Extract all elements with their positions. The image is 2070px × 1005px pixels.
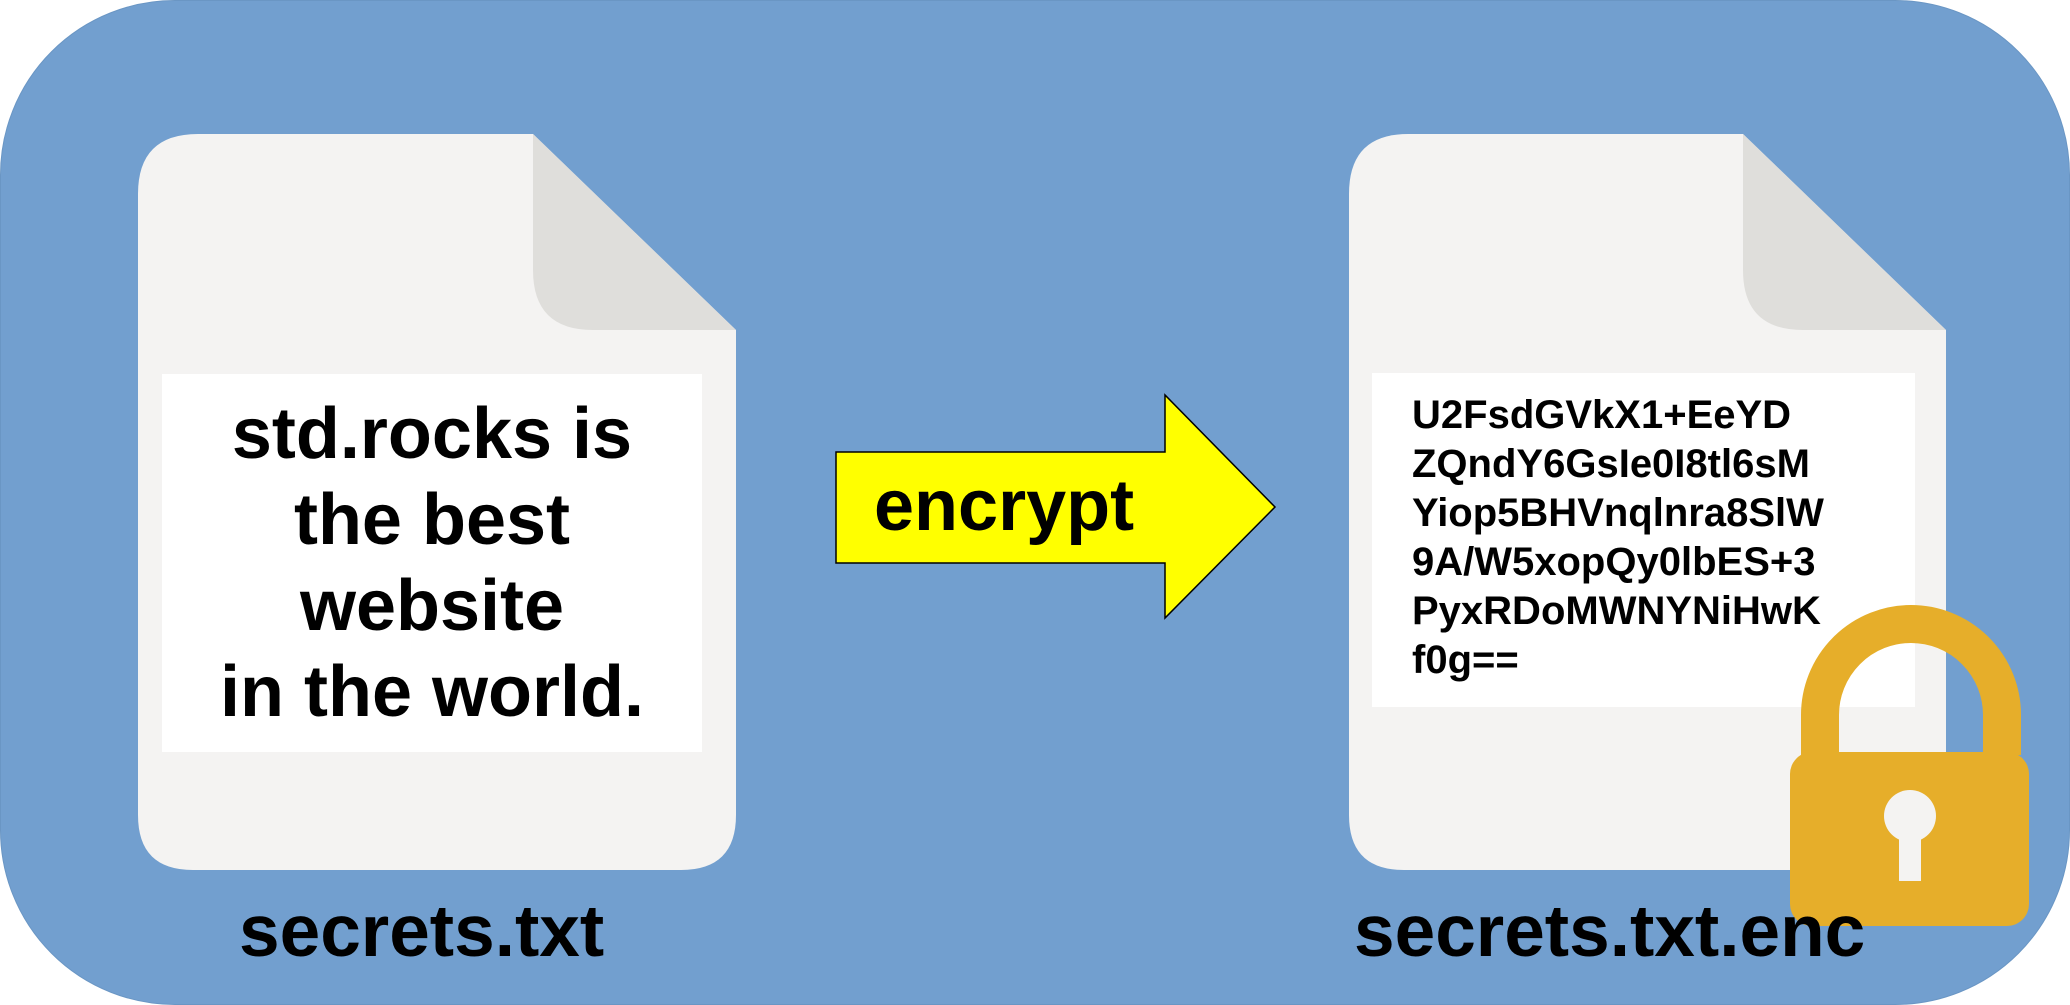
encrypt-label: encrypt [874,466,1135,546]
plaintext-filename: secrets.txt [239,891,605,972]
encrypted-filename: secrets.txt.enc [1354,891,1866,972]
arrow-right-icon [835,393,1277,620]
ciphertext-content-box: U2FsdGVkX1+EeYD ZQndY6GsIe0I8tl6sM Yiop5… [1372,373,1915,707]
ciphertext-content: U2FsdGVkX1+EeYD ZQndY6GsIe0I8tl6sM Yiop5… [1412,393,1824,682]
plaintext-content-box: std.rocks is the best website in the wor… [162,374,702,752]
plaintext-content: std.rocks is the best website in the wor… [220,394,644,732]
